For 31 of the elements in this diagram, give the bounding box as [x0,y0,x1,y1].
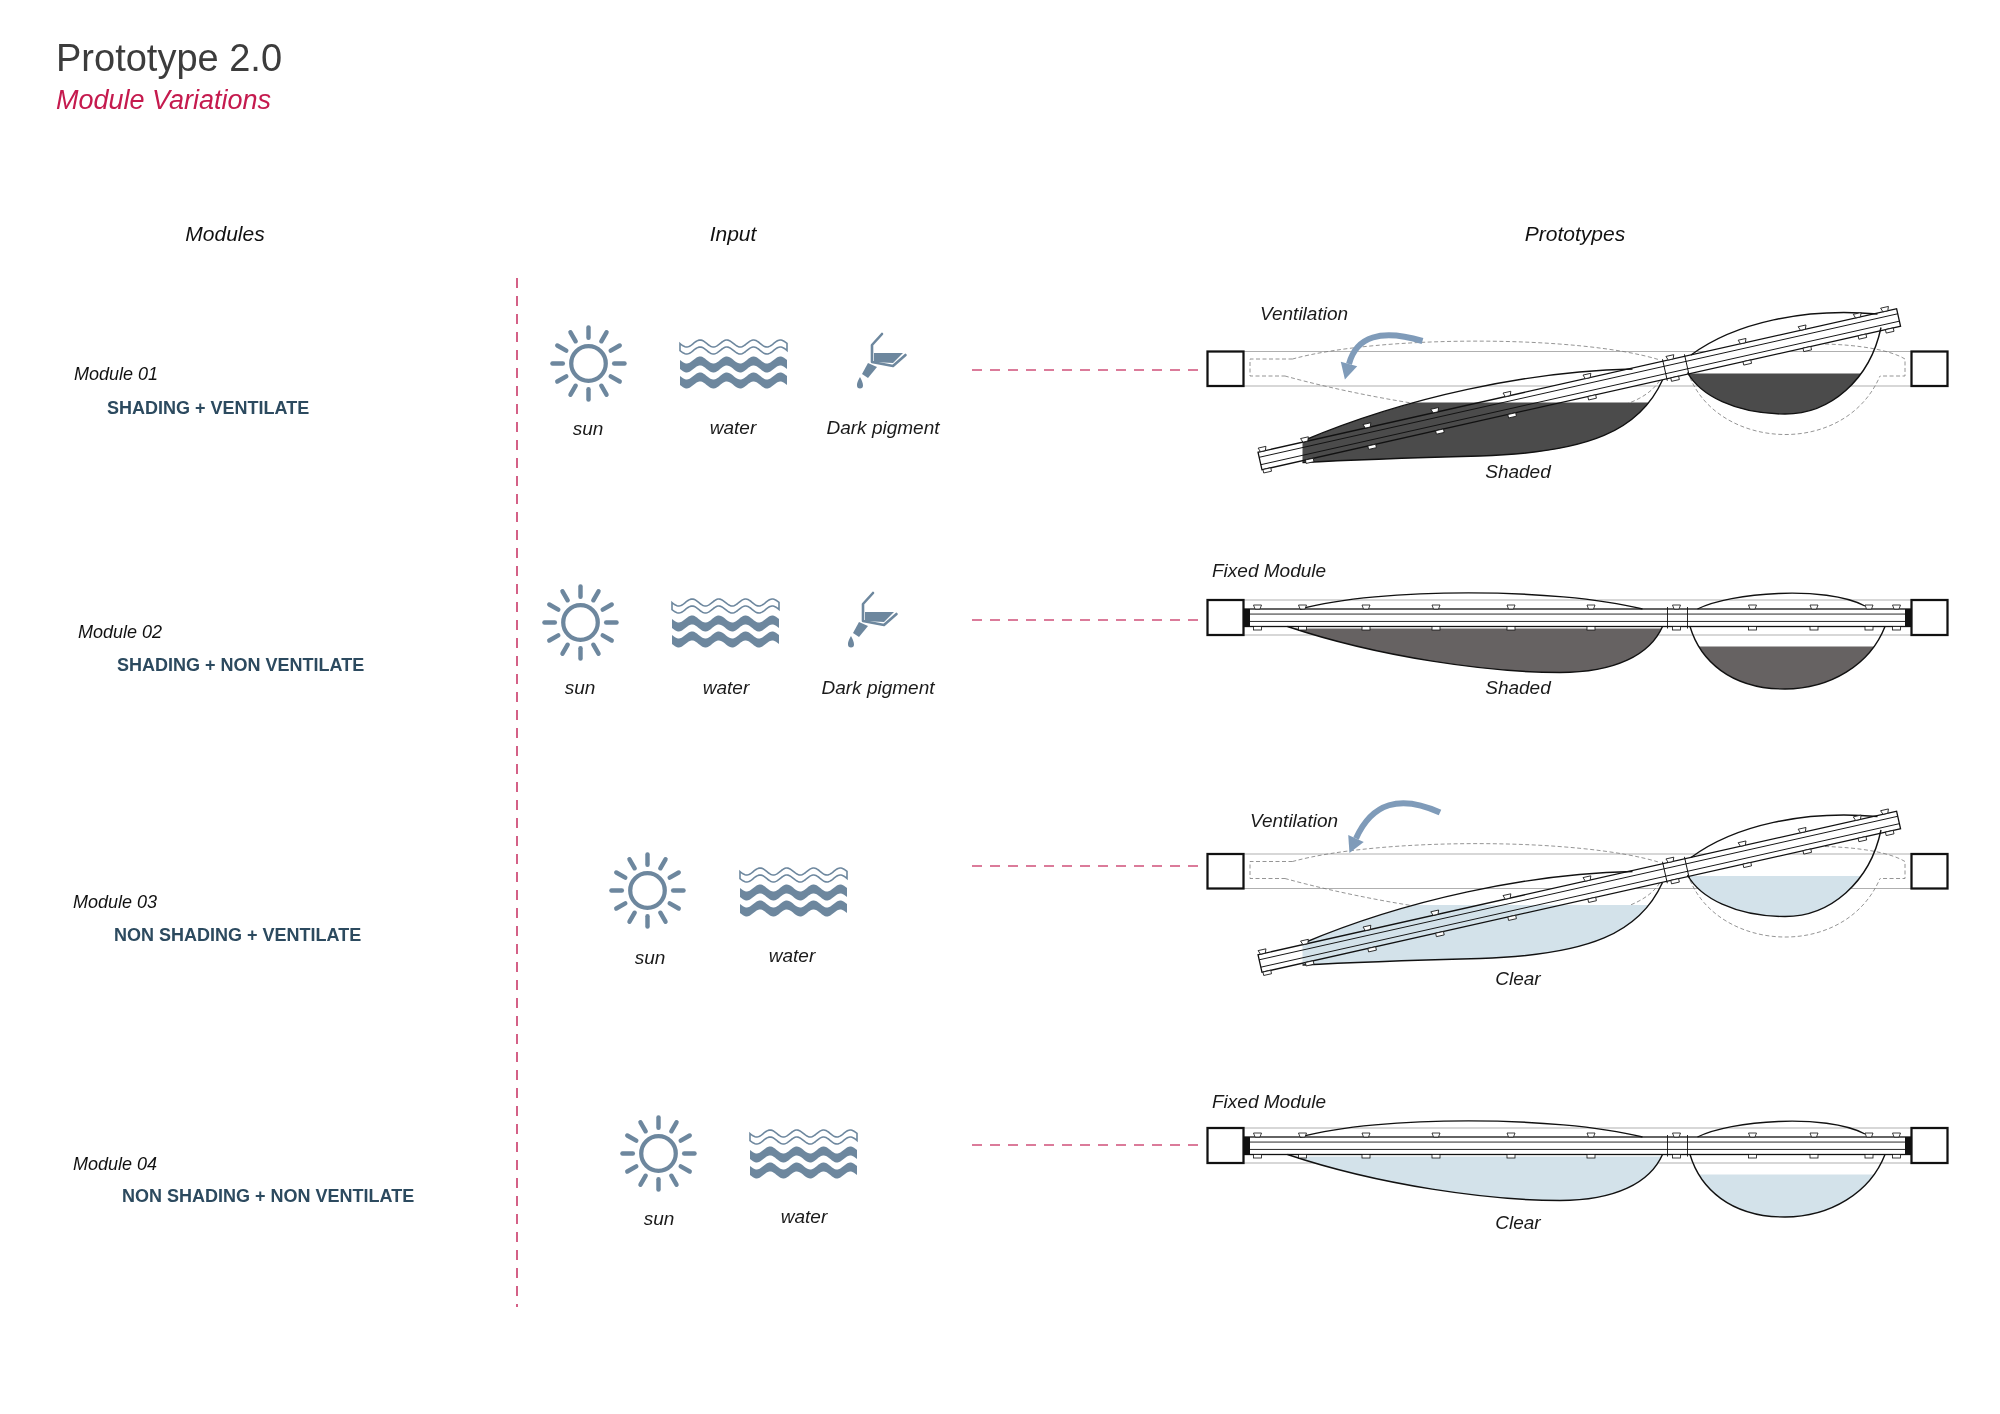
module-label: Module 03 [73,891,158,913]
icon-caption: Dark pigment [821,677,935,699]
module-description: NON SHADING + NON VENTILATE [122,1185,415,1207]
module-description: NON SHADING + VENTILATE [114,924,362,946]
drawing-label: Fixed Module [1212,1091,1327,1113]
icon-caption: water [709,417,757,439]
drawing-label: Ventilation [1250,810,1339,832]
icon-caption: water [768,945,816,967]
icon-caption: sun [564,677,596,699]
drawing-label: Fixed Module [1212,560,1327,582]
icon-caption: sun [634,947,666,969]
module-description: SHADING + NON VENTILATE [117,654,365,676]
column-heading: Prototypes [1524,221,1626,247]
drawing-label: Clear [1495,968,1541,990]
drawing-label: Clear [1495,1212,1541,1234]
column-heading: Input [709,221,757,247]
column-heading: Modules [185,221,265,247]
drawing-label: Shaded [1485,677,1551,699]
icon-caption: sun [643,1208,675,1230]
title: Prototype 2.0 [56,37,283,81]
icon-caption: sun [572,418,604,440]
module-label: Module 01 [74,363,159,385]
icon-caption: water [702,677,750,699]
module-label: Module 02 [78,621,163,643]
subtitle: Module Variations [56,85,272,117]
icon-caption: water [780,1206,828,1228]
module-label: Module 04 [73,1153,158,1175]
drawing-label: Ventilation [1260,303,1349,325]
icon-caption: Dark pigment [826,417,940,439]
drawing-label: Shaded [1485,461,1551,483]
module-description: SHADING + VENTILATE [107,397,310,419]
